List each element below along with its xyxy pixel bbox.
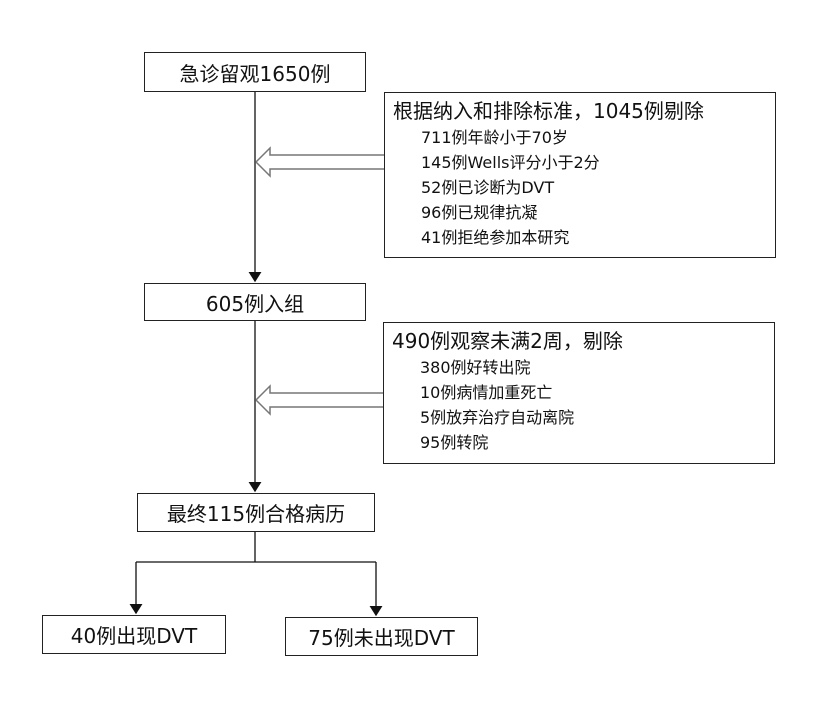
exclusion1-item: 145例Wells评分小于2分 (421, 153, 600, 172)
enrolled-node: 605例入组 (144, 283, 366, 321)
exclusion1-item: 52例已诊断为DVT (421, 178, 555, 197)
exclusion1-hollow-arrow (254, 146, 384, 178)
no-dvt-node: 75例未出现DVT (285, 617, 478, 656)
exclusion2-item: 5例放弃治疗自动离院 (420, 408, 575, 427)
final-label: 最终115例合格病历 (166, 502, 346, 526)
exclusion2-box: 490例观察未满2周，剔除 380例好转出院 10例病情加重死亡 5例放弃治疗自… (383, 322, 775, 464)
dvt-node: 40例出现DVT (42, 615, 226, 654)
no-dvt-label: 75例未出现DVT (308, 626, 455, 650)
exclusion1-item: 711例年龄小于70岁 (421, 128, 568, 147)
enrolled-label: 605例入组 (205, 291, 305, 316)
start-node: 急诊留观1650例 (144, 52, 366, 92)
exclusion1-item: 41例拒绝参加本研究 (421, 228, 570, 247)
exclusion1-box: 根据纳入和排除标准，1045例剔除 711例年龄小于70岁 145例Wells评… (384, 92, 776, 258)
start-label: 急诊留观1650例 (179, 61, 331, 86)
dvt-label: 40例出现DVT (70, 624, 198, 648)
exclusion2-hollow-arrow (254, 384, 384, 416)
exclusion2-item: 380例好转出院 (420, 358, 531, 377)
exclusion1-item: 96例已规律抗凝 (421, 203, 538, 222)
exclusion1-title: 根据纳入和排除标准，1045例剔除 (393, 99, 704, 123)
final-node: 最终115例合格病历 (137, 493, 375, 532)
exclusion2-item: 10例病情加重死亡 (420, 383, 553, 402)
exclusion2-item: 95例转院 (420, 433, 489, 452)
exclusion2-title: 490例观察未满2周，剔除 (392, 329, 623, 353)
